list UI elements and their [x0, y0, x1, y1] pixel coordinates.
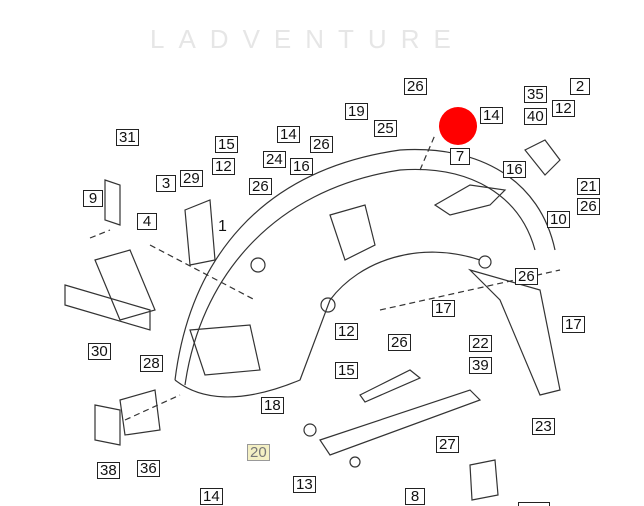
callout[interactable]: 26: [577, 198, 600, 215]
callout[interactable]: 14: [277, 126, 300, 143]
callout[interactable]: 25: [374, 120, 397, 137]
callout[interactable]: 1: [218, 218, 227, 235]
callout[interactable]: 16: [290, 158, 313, 175]
callout[interactable]: 40: [524, 108, 547, 125]
callout[interactable]: 7: [450, 148, 470, 165]
callout[interactable]: 12: [212, 158, 235, 175]
callout[interactable]: 12: [335, 323, 358, 340]
callout-cropped[interactable]: [518, 502, 550, 506]
callout[interactable]: 16: [503, 161, 526, 178]
callout[interactable]: 9: [83, 190, 103, 207]
watermark: LADVENTURE: [150, 24, 465, 54]
callout[interactable]: 19: [345, 103, 368, 120]
callout[interactable]: 17: [432, 300, 455, 317]
callout[interactable]: 38: [97, 462, 120, 479]
callout[interactable]: 4: [137, 213, 157, 230]
callout[interactable]: 12: [552, 100, 575, 117]
callout[interactable]: 26: [249, 178, 272, 195]
callout[interactable]: 29: [180, 170, 203, 187]
callout[interactable]: 18: [261, 397, 284, 414]
callout[interactable]: 15: [215, 136, 238, 153]
callout[interactable]: 14: [200, 488, 223, 505]
callout[interactable]: 14: [480, 107, 503, 124]
callout[interactable]: 31: [116, 129, 139, 146]
callout[interactable]: 24: [263, 151, 286, 168]
callout[interactable]: 26: [404, 78, 427, 95]
callout[interactable]: 26: [515, 268, 538, 285]
callout[interactable]: 10: [547, 211, 570, 228]
callout[interactable]: 26: [310, 136, 333, 153]
callout[interactable]: 8: [405, 488, 425, 505]
callout[interactable]: 3: [156, 175, 176, 192]
callout[interactable]: 36: [137, 460, 160, 477]
callout[interactable]: 39: [469, 357, 492, 374]
red-marker-dot: [439, 107, 477, 145]
callout[interactable]: 2: [570, 78, 590, 95]
callout[interactable]: 30: [88, 343, 111, 360]
callout[interactable]: 35: [524, 86, 547, 103]
callout[interactable]: 17: [562, 316, 585, 333]
callout[interactable]: 22: [469, 335, 492, 352]
callout[interactable]: 28: [140, 355, 163, 372]
callout[interactable]: 26: [388, 334, 411, 351]
callout[interactable]: 27: [436, 436, 459, 453]
callout[interactable]: 13: [293, 476, 316, 493]
callout[interactable]: 21: [577, 178, 600, 195]
callout-highlighted[interactable]: 20: [247, 444, 270, 461]
callout[interactable]: 15: [335, 362, 358, 379]
callout[interactable]: 23: [532, 418, 555, 435]
